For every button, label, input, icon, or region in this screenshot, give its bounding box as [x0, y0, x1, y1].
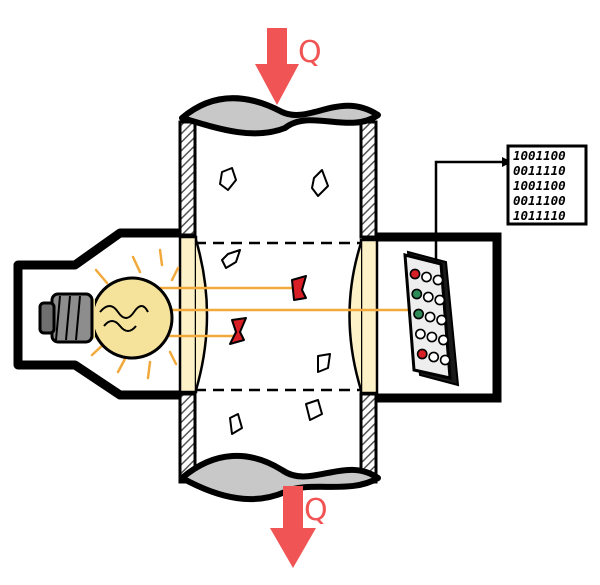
- particle: [311, 169, 329, 197]
- sensor-cell: [411, 288, 423, 300]
- sensor-cell: [437, 334, 449, 346]
- readout-row: 1001100: [513, 178, 566, 193]
- particle: [229, 413, 243, 435]
- light-rays: [90, 248, 180, 380]
- particle-detected: [229, 317, 247, 345]
- sensor-cell: [421, 271, 432, 283]
- sensor-array: [403, 250, 460, 387]
- sensor-cell: [436, 314, 447, 326]
- sensor-cell: [414, 328, 426, 340]
- sensor-cell: [426, 331, 438, 343]
- sensor-cell: [432, 274, 444, 286]
- readout-row: 1011110: [513, 208, 566, 223]
- sensor-cell: [416, 348, 428, 360]
- particle: [317, 353, 331, 373]
- left-lens: [178, 235, 209, 394]
- readout-row: 0011110: [513, 163, 566, 178]
- particle: [305, 399, 323, 421]
- sensor-cell: [439, 354, 451, 366]
- flow-out-arrow: [270, 486, 316, 568]
- particle: [221, 249, 241, 269]
- particle: [219, 167, 237, 191]
- particles: [219, 167, 331, 435]
- readout-row: 1001100: [513, 148, 566, 163]
- readout-row: 0011100: [513, 193, 566, 208]
- right-lens: [348, 238, 379, 395]
- flow-out-label: Q: [304, 493, 328, 528]
- sensor-cell: [434, 294, 446, 306]
- light-bulb-icon: [38, 276, 174, 360]
- pipe: [178, 95, 381, 503]
- sensor-cell: [422, 291, 434, 303]
- particle-detected: [291, 275, 307, 301]
- sensor-cell: [428, 351, 440, 363]
- flow-in-label: Q: [298, 35, 322, 70]
- sensor-cell: [409, 268, 421, 280]
- data-readout-panel: 1001100 0011110 1001100 0011100 1011110: [506, 144, 588, 226]
- sensor-cell: [413, 308, 424, 320]
- light-beams: [160, 286, 420, 338]
- sensor-cell: [424, 311, 436, 323]
- flow-in-arrow: [255, 28, 299, 105]
